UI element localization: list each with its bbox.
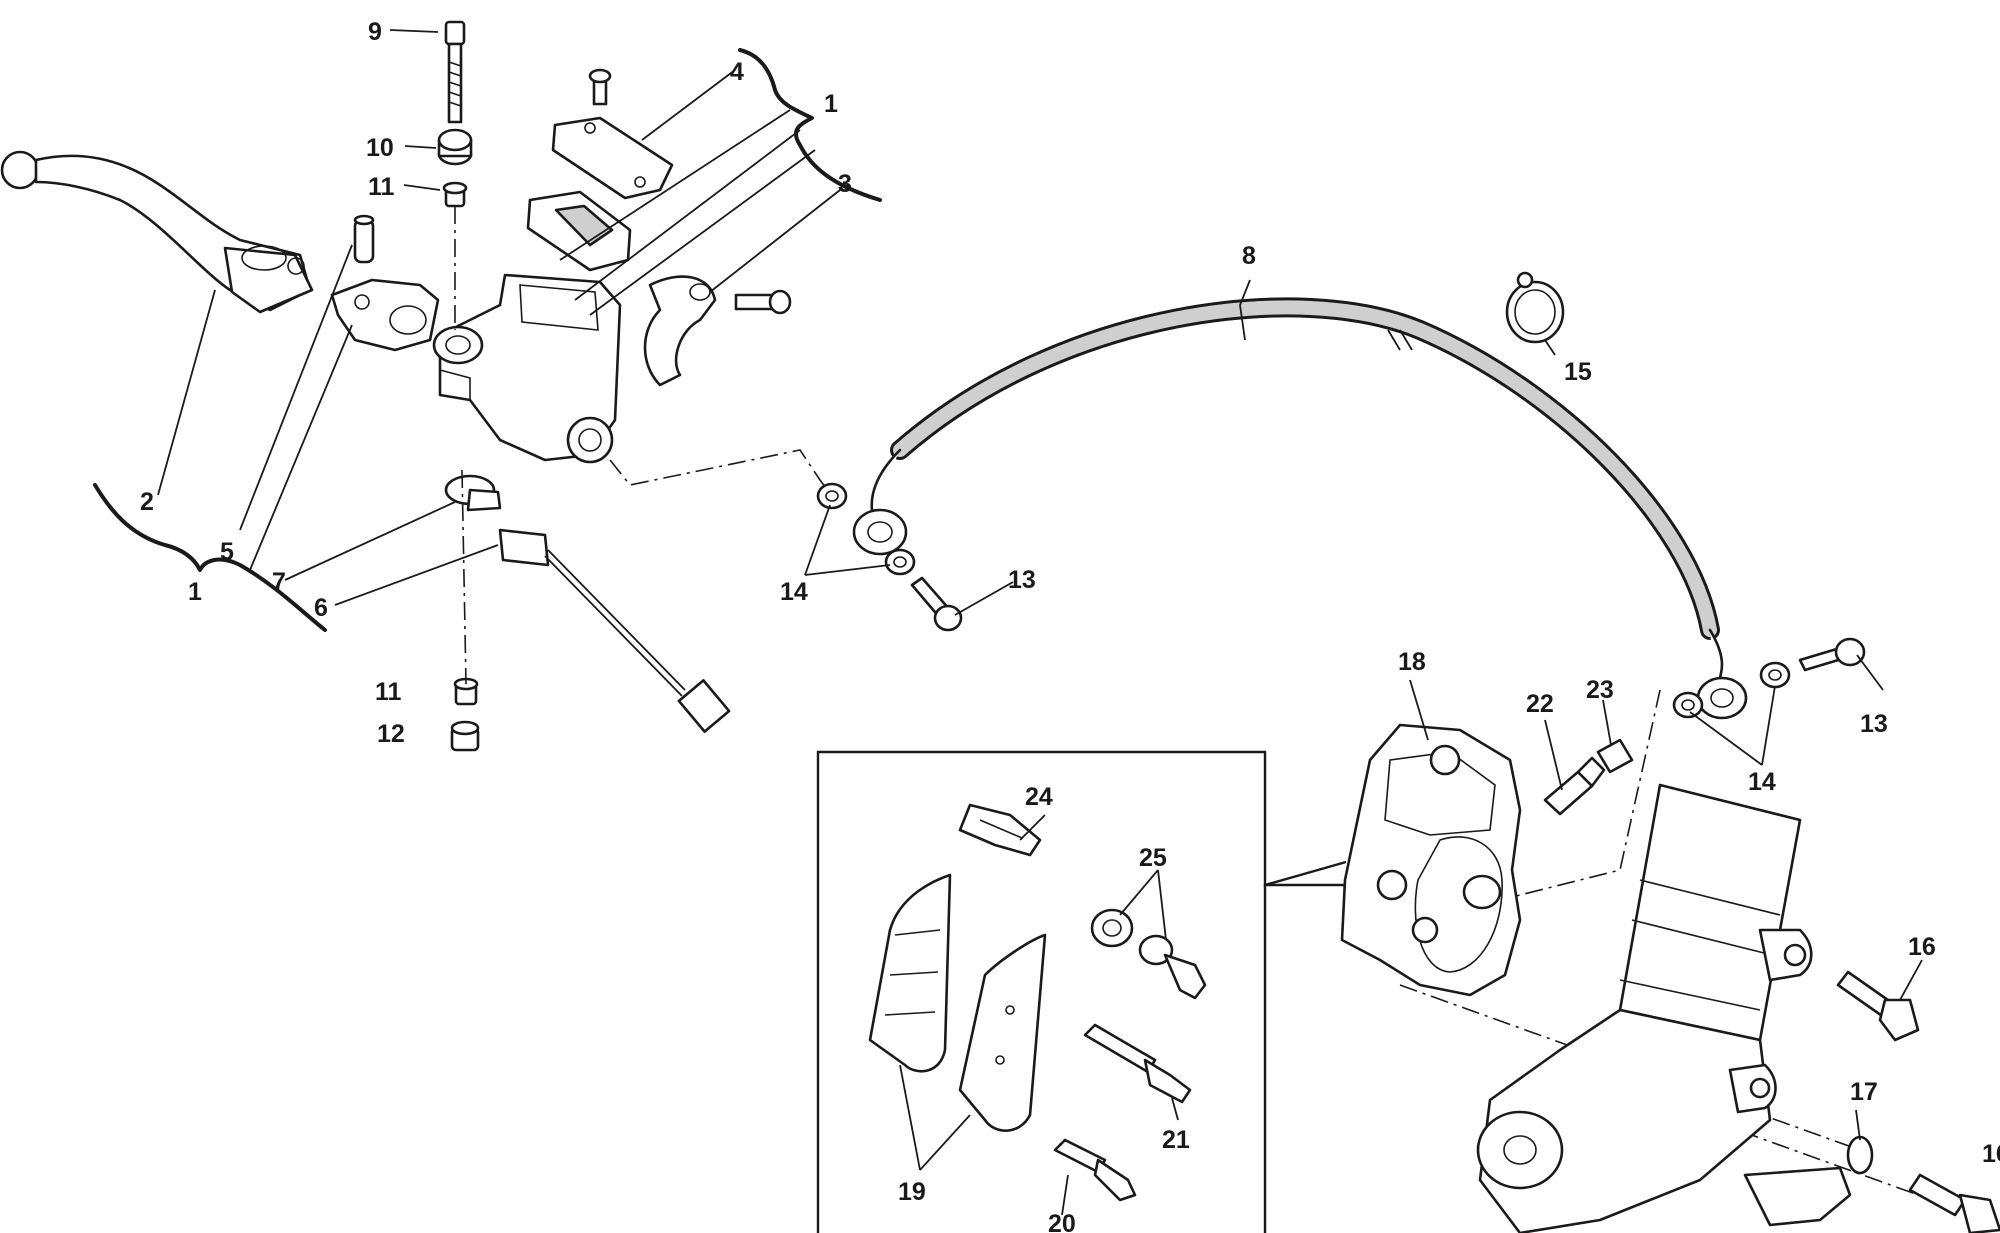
bush-lower-part [453,677,479,706]
callout-label: 21 [1162,1126,1190,1154]
brake-pad-part [868,873,1047,1132]
callout-label: 13 [1008,566,1036,594]
lever-clamp-part [643,275,792,387]
callout-label: 12 [377,720,405,748]
bleed-screw-part [1543,756,1606,816]
callout-label: 11 [368,173,395,201]
brake-hose-part [852,297,1748,720]
copper-washer-part [816,482,1791,719]
callout-label: 1 [824,90,838,118]
callout-label: 20 [1048,1210,1076,1233]
callout-label: 4 [730,58,744,86]
reservoir-diaphragm-part [526,190,632,272]
callout-label: 11 [375,678,402,706]
hose-guide-part [1743,1135,1874,1227]
callout-label: 17 [1850,1078,1878,1106]
adjuster-bracket-part [330,278,440,352]
callout-label: 18 [1398,648,1426,676]
pivot-pin-part [353,214,375,264]
callout-label: 16 [1908,933,1936,961]
nut-part [450,720,480,752]
callout-label: 14 [780,578,808,606]
callout-label: 15 [1564,358,1592,386]
callout-label: 5 [220,538,234,566]
callout-label: 2 [140,488,154,516]
fork-leg-part [1476,783,1813,1233]
brake-caliper-part [1340,723,1522,997]
callout-label: 25 [1139,844,1167,872]
group-bracket-top [738,48,882,202]
bush-upper-part [442,181,468,208]
pad-pin-short-part [1053,1138,1137,1202]
callout-label: 3 [838,170,852,198]
rubber-washer-part [437,128,473,166]
callout-label: 22 [1526,690,1554,718]
callout-label: 14 [1748,768,1776,796]
callout-label: 6 [314,594,328,622]
callout-label: 24 [1025,783,1053,811]
callout-label: 8 [1242,242,1256,270]
group-bracket-left [93,483,327,632]
banjo-bolt-part [910,576,1866,672]
top-bolt-part [444,20,466,124]
brake-lever-part [0,150,314,314]
reservoir-cap-part [551,68,674,200]
hose-clip-part [1505,271,1565,344]
callout-label: 9 [368,18,382,46]
callout-label: 19 [898,1178,926,1206]
master-cylinder-part [432,273,622,464]
pad-pin-part [1083,1023,1192,1104]
bleed-cap-part [1596,738,1634,774]
callout-label: 7 [272,568,286,596]
caliper-bolt-part [1836,970,2000,1233]
callout-label: 10 [366,134,394,162]
axis-line [461,469,467,685]
callout-labels: 9 10 11 4 1 3 2 5 1 7 6 11 12 8 15 14 13… [140,18,2000,1233]
stop-switch-part [498,528,731,733]
callout-label: 16 [1982,1140,2000,1168]
callout-label: 13 [1860,710,1888,738]
pad-pin-bush-part [1090,908,1207,1000]
leader-lines [157,29,1923,1216]
brake-pad-kit-inset [816,750,1350,1233]
callout-label: 23 [1586,676,1614,704]
axis-line [609,449,836,501]
switch-bracket-part [444,474,502,512]
pad-spring-part [958,803,1042,857]
callout-label: 1 [188,578,202,606]
